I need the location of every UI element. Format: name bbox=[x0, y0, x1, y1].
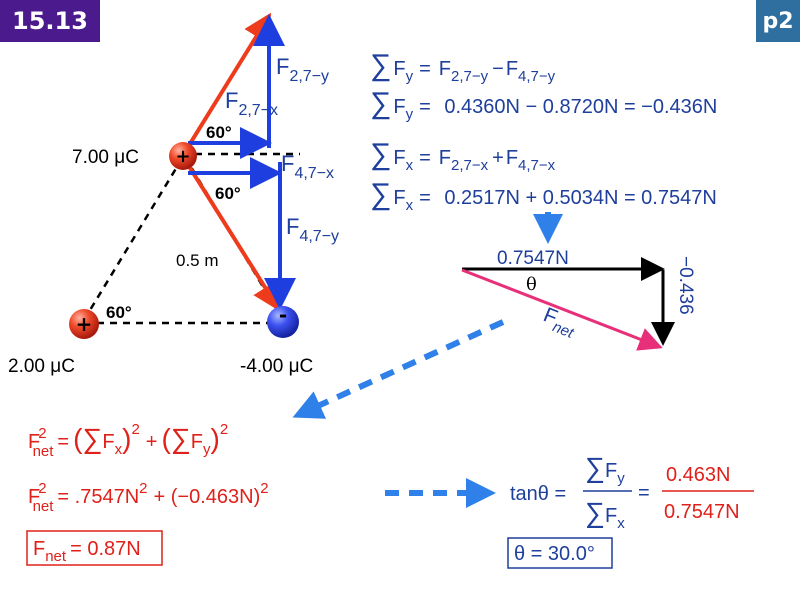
f27x-label: F2,7−x bbox=[225, 88, 278, 119]
charge-q7-label: 7.00 μC bbox=[72, 147, 139, 168]
tan-value-denominator: 0.7547N bbox=[664, 501, 740, 523]
f47x-label: F4,7−x bbox=[281, 151, 334, 182]
sum-fy-values: ∑Fy= 0.4360N − 0.8720N = −0.436N bbox=[370, 87, 717, 123]
tan-equals: = bbox=[638, 482, 650, 504]
charge-q2-label: 2.00 μC bbox=[8, 356, 75, 377]
sum-fx-values: ∑Fx= 0.2517N + 0.5034N = 0.7547N bbox=[370, 178, 717, 214]
resultant-y-label: −0.436 bbox=[675, 256, 696, 315]
charge-q4: - bbox=[267, 303, 299, 338]
tan-denominator: ∑Fx bbox=[585, 497, 625, 532]
arrow-to-magnitude bbox=[292, 319, 505, 419]
theta-result: θ = 30.0° bbox=[514, 543, 595, 565]
charge-q4-label: -4.00 μC bbox=[240, 356, 313, 377]
side-length-label: 0.5 m bbox=[176, 251, 219, 270]
part-badge: p2 bbox=[756, 0, 800, 42]
theta-result-box bbox=[507, 537, 613, 569]
part-label: p2 bbox=[762, 8, 794, 34]
resultant-x-label: 0.7547N bbox=[497, 248, 569, 269]
magnitude-result: Fnet= 0.87N bbox=[33, 538, 141, 565]
charge-q7-sign: + bbox=[175, 146, 190, 167]
charge-q2-sign: + bbox=[76, 312, 93, 336]
side-left bbox=[82, 156, 185, 321]
sum-fx-definition: ∑Fx=F2,7−x+F4,7−x bbox=[370, 138, 556, 174]
tan-numerator: ∑Fy bbox=[585, 452, 625, 487]
red-vector-f47 bbox=[183, 158, 281, 312]
magnitude-result-box bbox=[26, 530, 163, 566]
net-force-label: Fnet bbox=[538, 303, 580, 342]
angle-top-upper: 60° bbox=[206, 123, 232, 142]
f47y-label: F4,7−y bbox=[286, 214, 339, 245]
slide-number: 15.13 bbox=[12, 7, 88, 35]
sum-fy-definition: ∑Fy=F2,7−y−F4,7−y bbox=[370, 49, 556, 85]
slide-number-badge: 15.13 bbox=[0, 0, 100, 42]
charge-q2: + bbox=[69, 309, 99, 339]
angle-bottom-left: 60° bbox=[106, 303, 132, 322]
charge-q7: + bbox=[169, 142, 197, 170]
resultant-net-force bbox=[461, 268, 663, 351]
angle-top-lower: 60° bbox=[215, 184, 241, 203]
charge-q4-sign: - bbox=[279, 303, 287, 327]
tan-theta-lhs: tanθ = bbox=[510, 483, 566, 505]
f27y-label: F2,7−y bbox=[276, 54, 329, 85]
resultant-angle-label: θ bbox=[526, 274, 537, 295]
triangle-sides bbox=[82, 152, 300, 325]
tan-value-numerator: 0.463N bbox=[666, 464, 731, 486]
